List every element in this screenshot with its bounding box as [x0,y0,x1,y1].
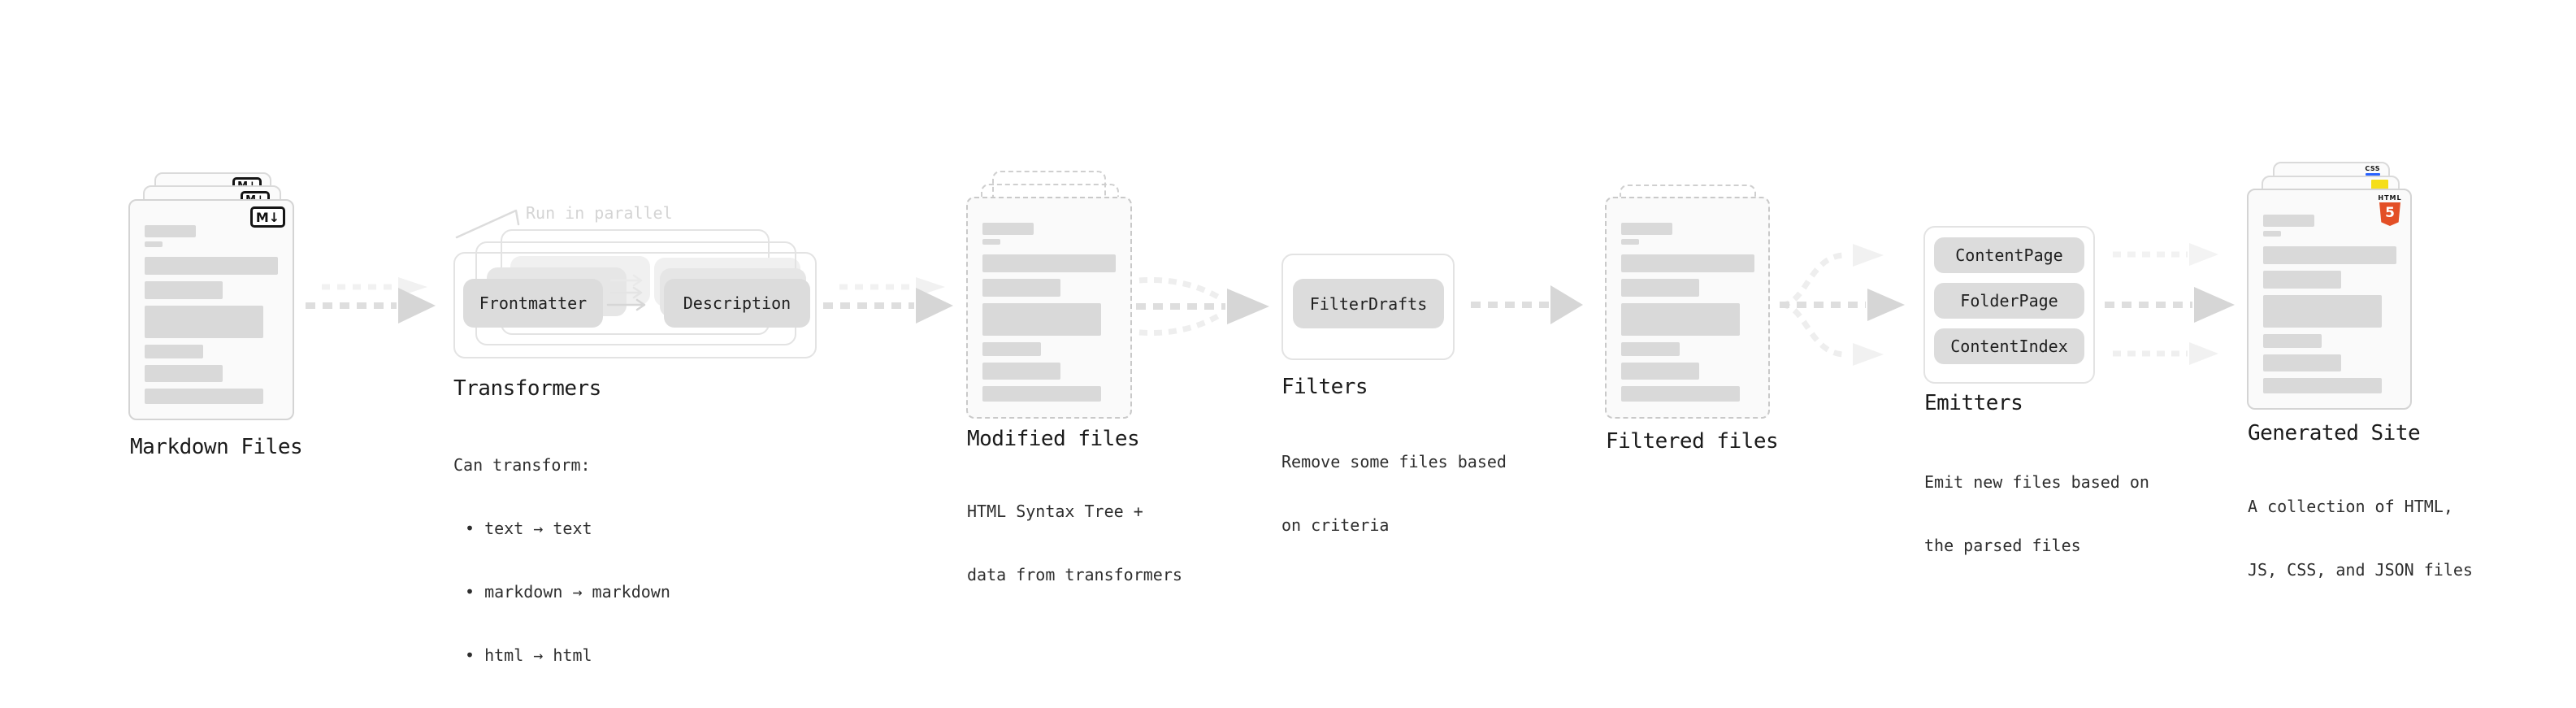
file-content-bar [1621,239,1639,245]
stage-label-filters: Filters [1281,375,1368,399]
file-content-bar [982,303,1101,336]
file-content [982,223,1116,402]
flow-arrow-filters-to-filtered [1471,285,1583,324]
stage-label-emitters: Emitters [1924,391,2023,415]
css3-icon-label: CSS [2365,165,2380,172]
file-content-bar [982,239,1000,245]
description-line: • html → html [465,645,592,665]
file-content-bar [145,306,263,338]
file-content-bar [2263,334,2322,348]
stage-description-modified-files: HTML Syntax Tree + data from transformer… [967,458,1182,628]
description-line: data from transformers [967,565,1182,584]
description-line: Can transform: [453,455,591,475]
description-line: Emit new files based on [1924,472,2149,492]
emitter-node-folderpage: FolderPage [1934,283,2084,319]
stage-label-generated-site: Generated Site [2248,421,2421,445]
flow-arrow-filtered-to-emitters [1780,244,1905,366]
pipeline-diagram: M↓ M↓ M↓ Markdown Files Run in parallel … [128,162,2473,665]
markdown-icon-label: M↓ [255,209,280,225]
stage-label-markdown-files: Markdown Files [130,435,303,459]
annotation-pointer-line [455,209,520,239]
file-content-bar [982,386,1101,402]
transformer-node-description: Description [664,279,810,328]
file-content-bar [1621,363,1699,380]
file-content-bar [2263,231,2281,237]
file-content-bar [2263,354,2341,371]
file-content-bar [2263,246,2396,264]
html5-icon-label: HTML [2378,194,2402,202]
file-content-bar [982,279,1060,297]
stage-label-filtered-files: Filtered files [1606,429,1779,454]
transformer-frame-front [453,252,817,358]
file-content-bar [1621,342,1680,356]
file-content-bar [982,342,1041,356]
file-content-bar [145,281,223,299]
file-content-bar [145,345,203,358]
run-in-parallel-annotation: Run in parallel [526,203,673,223]
file-card: HTML 5 [2247,189,2412,410]
file-content [1621,223,1754,402]
emitter-node-contentindex: ContentIndex [1934,328,2084,364]
filters-frame [1281,254,1455,360]
file-content-bar [982,254,1116,272]
css3-icon-bar [2365,173,2380,176]
file-content-bar [2263,295,2382,328]
stage-description-filters: Remove some files based on criteria [1281,409,1507,578]
file-content-bar [145,365,223,382]
file-card [1605,197,1770,419]
html5-icon-number: 5 [2385,205,2395,221]
description-line: HTML Syntax Tree + [967,502,1143,521]
flow-arrow-transformers-to-modified [823,277,953,324]
file-content-bar [1621,303,1740,336]
description-line: Remove some files based [1281,452,1507,471]
file-content-bar [1621,386,1740,402]
stage-description-transformers: Can transform: • text → text • markdown … [453,412,670,708]
description-line: JS, CSS, and JSON files [2248,560,2473,580]
file-content-bar [1621,254,1754,272]
stage-label-modified-files: Modified files [967,427,1140,451]
file-content-bar [145,241,163,247]
file-content-bar [982,363,1060,380]
file-content-bar [982,223,1034,235]
file-content [145,225,278,404]
file-card [966,197,1132,419]
description-line: on criteria [1281,515,1390,535]
file-card: M↓ [128,199,294,420]
emitters-frame [1923,226,2095,384]
flow-arrow-markdown-to-transformers [306,277,436,324]
stage-label-transformers: Transformers [453,376,601,401]
stage-description-generated-site: A collection of HTML, JS, CSS, and JSON … [2248,454,2473,623]
description-line: A collection of HTML, [2248,497,2453,516]
description-line: the parsed files [1924,536,2081,555]
filter-node-filterdrafts: FilterDrafts [1293,279,1444,328]
file-content-bar [145,257,278,275]
file-content-bar [1621,279,1699,297]
file-content-bar [1621,223,1672,235]
parallel-arrows-icon [606,274,646,311]
file-content-bar [145,389,263,404]
file-content-bar [2263,215,2314,227]
js-icon [2371,180,2388,189]
html5-icon-shield: 5 [2379,202,2400,226]
description-line: • text → text [465,519,592,538]
file-content-bar [2263,271,2341,289]
file-content-bar [145,225,196,237]
file-content-bar [2263,378,2382,393]
flow-arrow-emitters-to-generated [2105,243,2235,365]
description-line: • markdown → markdown [465,582,670,602]
html5-icon: HTML 5 [2378,194,2402,226]
stage-description-emitters: Emit new files based on the parsed files [1924,429,2149,598]
flow-arrow-modified-to-filters [1136,277,1269,336]
css3-icon: CSS [2365,165,2380,176]
emitter-node-contentpage: ContentPage [1934,237,2084,273]
transformer-node-frontmatter: Frontmatter [463,279,603,328]
file-content [2263,215,2396,393]
markdown-icon: M↓ [250,206,285,228]
